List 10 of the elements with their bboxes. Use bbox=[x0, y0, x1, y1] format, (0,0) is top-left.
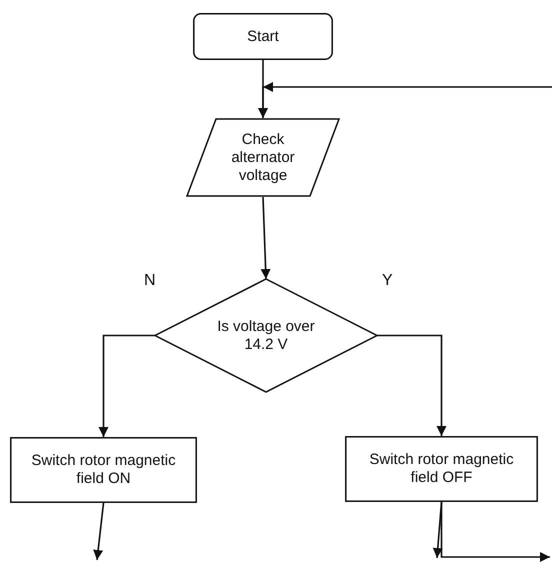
process-box bbox=[345, 436, 538, 502]
start-terminal bbox=[193, 13, 333, 60]
node-text: Switch rotor magnetic field ON bbox=[30, 452, 177, 488]
decision-diamond bbox=[155, 279, 377, 392]
node-text: Check alternator voltage bbox=[230, 130, 296, 184]
node-text: Switch rotor magnetic field OFF bbox=[368, 451, 515, 487]
node-text: Start bbox=[247, 28, 279, 46]
input-output-box bbox=[186, 118, 340, 197]
node-text: Is voltage over 14.2 V bbox=[216, 318, 316, 354]
process-box bbox=[10, 437, 197, 503]
